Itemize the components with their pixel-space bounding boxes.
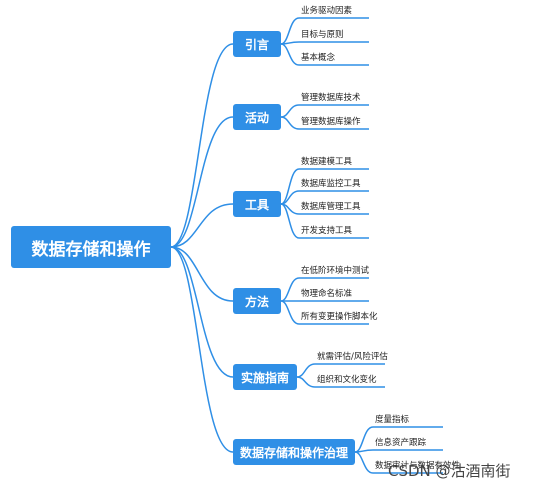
root-node[interactable]: 数据存储和操作 [11,226,171,268]
leaf-business-drivers[interactable]: 业务驱动因素 [301,6,353,16]
leaf-db-management-tools[interactable]: 数据库管理工具 [301,202,361,212]
leaf-basic-concepts[interactable]: 基本概念 [301,53,336,63]
watermark-text: CSDN @沽酒南街 [388,462,511,480]
leaf-org-culture-change[interactable]: 组织和文化变化 [317,375,377,385]
leaf-db-monitoring-tools[interactable]: 数据库监控工具 [301,179,361,189]
leaf-data-audit-validity[interactable]: 数据审计与数据有效性 [375,461,461,471]
leaf-physical-naming-standards[interactable]: 物理命名标准 [301,289,353,299]
leaf-script-all-changes[interactable]: 所有变更操作脚本化 [301,312,378,322]
root-to-branch-1-link [170,116,234,248]
branch-node-governance[interactable]: 数据存储和操作治理 [233,439,355,465]
branch-node-intro[interactable]: 引言 [233,31,281,57]
branch-node-methods[interactable]: 方法 [233,288,281,314]
branch-1-to-leaf-1-link [280,116,300,130]
leaf-goals-principles[interactable]: 目标与原则 [301,30,344,40]
leaf-dev-support-tools[interactable]: 开发支持工具 [301,226,353,236]
branch-0-to-leaf-0-link [280,17,300,45]
leaf-manage-db-technology[interactable]: 管理数据库技术 [301,93,361,103]
branch-2-to-leaf-0-link [280,168,300,205]
leaf-data-modeling-tools[interactable]: 数据建模工具 [301,157,353,167]
branch-3-to-leaf-2-link [280,300,300,325]
branch-node-tools[interactable]: 工具 [233,191,281,217]
branch-1-to-leaf-0-link [280,104,300,118]
root-to-branch-2-link [170,203,234,248]
leaf-info-asset-tracking[interactable]: 信息资产跟踪 [375,438,427,448]
root-to-branch-0-link [170,43,234,248]
leaf-metrics[interactable]: 度量指标 [375,415,410,425]
branch-3-to-leaf-0-link [280,277,300,302]
root-to-branch-4-link [170,246,234,378]
root-to-branch-5-link [170,246,234,453]
branch-4-to-leaf-1-link [296,376,316,388]
branch-5-to-leaf-0-link [354,426,374,453]
branch-0-to-leaf-2-link [280,43,300,66]
branch-5-to-leaf-2-link [354,451,374,474]
leaf-readiness-risk-assessment[interactable]: 就需评估/风险评估 [317,352,388,362]
branch-2-to-leaf-3-link [280,203,300,239]
branch-4-to-leaf-0-link [296,363,316,378]
leaf-manage-db-operations[interactable]: 管理数据库操作 [301,117,361,127]
root-to-branch-3-link [170,246,234,302]
branch-node-implementation[interactable]: 实施指南 [233,364,297,390]
leaf-test-lower-env[interactable]: 在低阶环境中测试 [301,266,370,276]
branch-node-activities[interactable]: 活动 [233,104,281,130]
